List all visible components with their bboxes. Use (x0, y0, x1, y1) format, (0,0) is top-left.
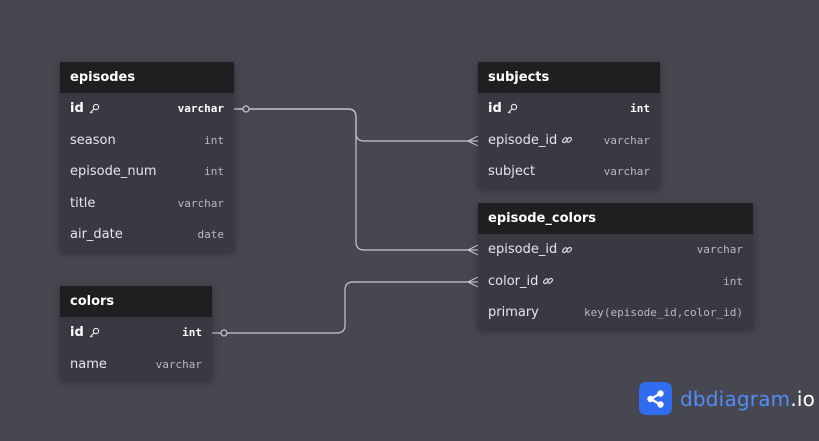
column-type: varchar (696, 243, 743, 256)
column-row[interactable]: primary key(episode_id,color_id) (478, 297, 753, 329)
many-marker (467, 244, 479, 256)
key-icon (89, 327, 99, 338)
column-row[interactable]: name varchar (60, 349, 212, 381)
relationship-colors-episode-colors[interactable] (212, 281, 478, 334)
key-icon (89, 103, 99, 114)
dbdiagram-logo-icon (639, 382, 672, 415)
link-icon (562, 137, 573, 144)
column-name: episode_id (488, 132, 558, 148)
table-episodes[interactable]: episodes id varchar season int episode_n… (60, 62, 234, 251)
column-name: id (70, 325, 84, 340)
column-row[interactable]: episode_id varchar (478, 125, 660, 157)
column-name: id (488, 101, 502, 116)
relationship-episodes-subjects[interactable] (234, 108, 478, 142)
brand-name: dbdiagram.io (680, 387, 815, 411)
link-icon (543, 278, 554, 285)
column-type: varchar (603, 133, 650, 147)
table-colors[interactable]: colors id int name varchar (60, 286, 212, 381)
many-marker (467, 276, 479, 288)
column-name: primary (488, 305, 539, 321)
column-row[interactable]: id int (60, 317, 212, 349)
column-name: subject (488, 164, 536, 180)
brand-name-main: dbdiagram (680, 386, 791, 411)
column-type: int (630, 102, 650, 115)
table-header[interactable]: subjects (478, 62, 660, 93)
column-type: int (204, 133, 224, 147)
column-type: varchar (177, 102, 224, 115)
column-type: key(episode_id,color_id) (584, 306, 743, 320)
column-row[interactable]: air_date date (60, 219, 234, 251)
table-header[interactable]: colors (60, 286, 212, 317)
column-row[interactable]: season int (60, 125, 234, 157)
column-name: episode_num (70, 164, 157, 180)
column-type: date (197, 228, 225, 242)
column-name: id (70, 101, 84, 116)
link-icon (562, 246, 573, 253)
column-row[interactable]: subject varchar (478, 156, 660, 188)
column-name: title (70, 195, 96, 211)
column-type: varchar (177, 196, 224, 210)
key-icon (507, 103, 517, 114)
brand-badge[interactable]: dbdiagram.io (639, 382, 815, 415)
table-header[interactable]: episode_colors (478, 203, 753, 234)
table-header[interactable]: episodes (60, 62, 234, 93)
table-episode-colors[interactable]: episode_colors episode_id varchar color_… (478, 203, 753, 329)
column-type: varchar (155, 357, 202, 371)
many-marker (467, 135, 479, 147)
column-type: int (723, 274, 743, 288)
column-row[interactable]: id varchar (60, 93, 234, 125)
column-row[interactable]: color_id int (478, 266, 753, 298)
column-row[interactable]: episode_id varchar (478, 234, 753, 266)
column-name: color_id (488, 273, 539, 289)
column-type: int (182, 326, 202, 339)
column-type: int (204, 165, 224, 179)
brand-name-suffix: .io (790, 386, 816, 411)
column-row[interactable]: title varchar (60, 188, 234, 220)
column-name: season (70, 132, 116, 148)
column-name: episode_id (488, 242, 558, 257)
column-row[interactable]: episode_num int (60, 156, 234, 188)
column-name: name (70, 356, 107, 372)
table-subjects[interactable]: subjects id int episode_id varchar (478, 62, 660, 188)
relationship-episodes-episode-colors[interactable] (234, 108, 478, 251)
one-marker (242, 105, 250, 113)
column-name: air_date (70, 227, 123, 243)
one-marker (220, 329, 228, 337)
column-row[interactable]: id int (478, 93, 660, 125)
column-type: varchar (603, 165, 650, 179)
